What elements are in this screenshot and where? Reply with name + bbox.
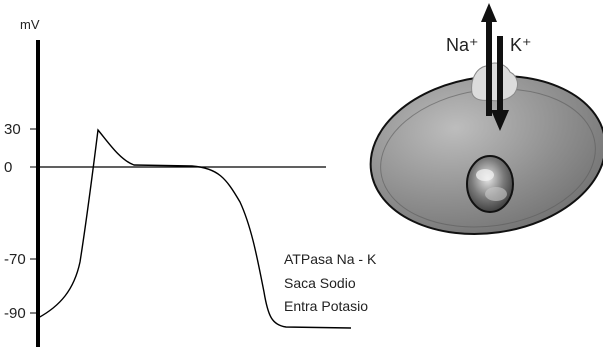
axis-unit-label: mV [20,17,40,32]
cell-illustration: Na⁺ K⁺ [360,3,603,249]
pump-note-line-2: Saca Sodio [284,275,356,291]
tick-label-minus-90: -90 [4,305,26,322]
tick-label-minus-70: -70 [4,251,26,268]
pump-note-line-3: Entra Potasio [284,298,368,314]
pump-note-line-1: ATPasa Na - K [284,251,377,267]
sodium-ion-label: Na⁺ [446,35,479,55]
tick-label-30: 30 [4,121,21,138]
sodium-potassium-pump [472,63,518,101]
cell-nucleus [467,156,513,212]
potassium-ion-label: K⁺ [510,35,532,55]
nucleus-fold [485,187,507,201]
tick-label-0: 0 [4,159,12,176]
nucleus-highlight [476,169,494,181]
potential-graph: mV 30 0 -70 -90 ATPasa Na - K Saca Sodio… [4,17,377,347]
